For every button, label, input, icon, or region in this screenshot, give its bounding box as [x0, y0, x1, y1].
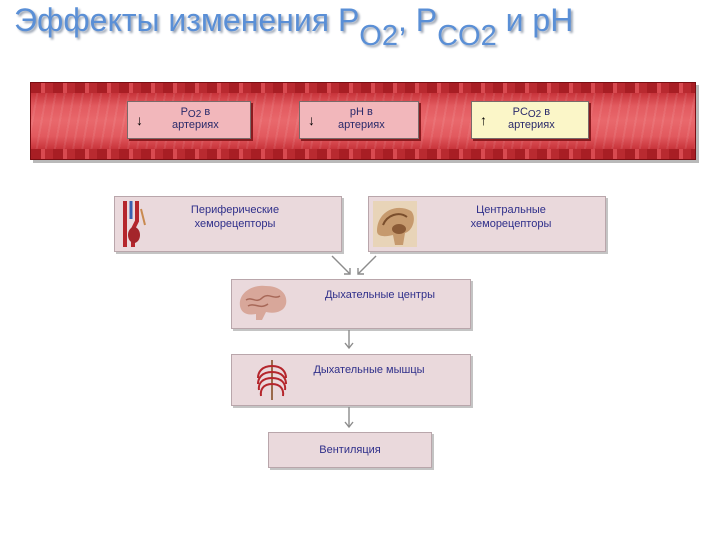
respiratory-centers-box: Дыхательные центры [231, 279, 471, 329]
arrow-down-icon [344, 407, 354, 429]
arrow-up-icon: ↑ [480, 112, 487, 128]
ribcage-icon [257, 360, 287, 400]
ventilation-label: Вентиляция [319, 444, 381, 456]
page-title: Эффекты изменения PO2, PCO2 и pH [14, 2, 714, 72]
arrow-down-icon: ↓ [308, 112, 315, 128]
brain-section-icon [373, 201, 417, 247]
title-comma-p: , P [397, 2, 438, 38]
respiratory-centers-label: Дыхательные центры [324, 289, 435, 301]
carotid-vessels-icon [123, 201, 146, 247]
title-end: и pH [496, 2, 574, 38]
arrow-down-icon [344, 330, 354, 350]
converging-arrows-icon [331, 255, 377, 275]
respiratory-muscles-label: Дыхательные мышцы [313, 364, 425, 376]
title-main: Эффекты изменения P [14, 2, 360, 38]
title-o2-subscript: O2 [359, 20, 398, 52]
brain-icon [239, 285, 287, 320]
arrow-down-icon: ↓ [136, 112, 143, 128]
artery-wall-bottom [31, 149, 695, 159]
artery-wall-top [31, 83, 695, 93]
title-co2-subscript: CO2 [437, 20, 497, 52]
respiratory-muscles-box: Дыхательные мышцы [231, 354, 471, 406]
ventilation-box: Вентиляция [268, 432, 432, 468]
